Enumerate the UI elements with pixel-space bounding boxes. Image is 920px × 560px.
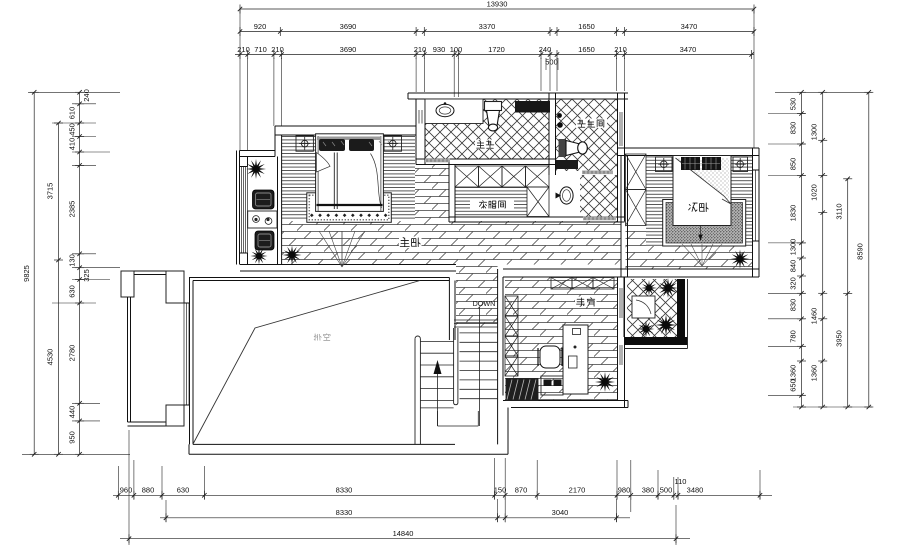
svg-text:240: 240 <box>539 45 552 54</box>
svg-text:920: 920 <box>254 22 267 31</box>
svg-text:3715: 3715 <box>46 183 55 200</box>
svg-text:500: 500 <box>545 58 558 67</box>
svg-text:380: 380 <box>642 486 655 495</box>
svg-text:13930: 13930 <box>487 0 508 9</box>
svg-text:4530: 4530 <box>46 349 55 366</box>
svg-text:3690: 3690 <box>340 45 357 54</box>
svg-text:1720: 1720 <box>488 45 505 54</box>
svg-text:630: 630 <box>68 285 77 298</box>
svg-text:3690: 3690 <box>340 22 357 31</box>
svg-text:210: 210 <box>237 45 250 54</box>
svg-text:150: 150 <box>494 486 507 495</box>
svg-text:500: 500 <box>660 486 673 495</box>
svg-text:8330: 8330 <box>336 486 353 495</box>
svg-text:440: 440 <box>68 406 77 419</box>
svg-text:410: 410 <box>68 138 77 151</box>
svg-text:980: 980 <box>618 486 631 495</box>
svg-text:1830: 1830 <box>789 205 798 222</box>
svg-text:130: 130 <box>68 254 77 267</box>
svg-text:830: 830 <box>789 299 798 312</box>
svg-text:2385: 2385 <box>68 201 77 218</box>
svg-text:1650: 1650 <box>578 22 595 31</box>
svg-text:850: 850 <box>789 158 798 171</box>
svg-text:710: 710 <box>254 45 267 54</box>
svg-text:325: 325 <box>82 269 91 282</box>
svg-text:8330: 8330 <box>336 508 353 517</box>
svg-text:3040: 3040 <box>552 508 569 517</box>
svg-text:650: 650 <box>789 379 798 392</box>
svg-text:1460: 1460 <box>810 308 819 325</box>
svg-text:3110: 3110 <box>835 203 844 219</box>
svg-text:14840: 14840 <box>393 529 414 538</box>
svg-text:210: 210 <box>414 45 427 54</box>
svg-text:3480: 3480 <box>687 486 704 495</box>
svg-text:870: 870 <box>515 486 528 495</box>
svg-text:3370: 3370 <box>479 22 496 31</box>
svg-text:1360: 1360 <box>789 365 798 382</box>
svg-text:2780: 2780 <box>68 345 77 362</box>
svg-text:3470: 3470 <box>681 22 698 31</box>
svg-text:320: 320 <box>789 277 798 290</box>
svg-text:110: 110 <box>675 477 687 486</box>
svg-text:9825: 9825 <box>22 265 31 282</box>
svg-text:830: 830 <box>789 122 798 135</box>
svg-text:880: 880 <box>142 486 155 495</box>
svg-text:930: 930 <box>433 45 446 54</box>
svg-text:1360: 1360 <box>810 365 819 382</box>
svg-text:DOWN: DOWN <box>473 299 496 308</box>
svg-text:210: 210 <box>614 45 627 54</box>
svg-text:1300: 1300 <box>789 239 798 256</box>
svg-text:1300: 1300 <box>810 124 819 141</box>
svg-text:210: 210 <box>271 45 284 54</box>
svg-text:780: 780 <box>789 330 798 343</box>
svg-text:3470: 3470 <box>680 45 697 54</box>
svg-text:3950: 3950 <box>835 330 844 347</box>
svg-text:100: 100 <box>450 45 463 54</box>
svg-text:8590: 8590 <box>856 243 865 260</box>
svg-text:960: 960 <box>120 486 133 495</box>
svg-text:630: 630 <box>177 486 190 495</box>
svg-text:610: 610 <box>68 107 77 120</box>
svg-text:2170: 2170 <box>569 486 586 495</box>
svg-text:240: 240 <box>82 89 91 102</box>
svg-text:1650: 1650 <box>578 45 595 54</box>
svg-text:530: 530 <box>789 98 798 111</box>
svg-text:450: 450 <box>68 123 77 136</box>
svg-text:840: 840 <box>789 260 798 273</box>
svg-text:950: 950 <box>68 431 77 444</box>
svg-text:1020: 1020 <box>810 184 819 201</box>
